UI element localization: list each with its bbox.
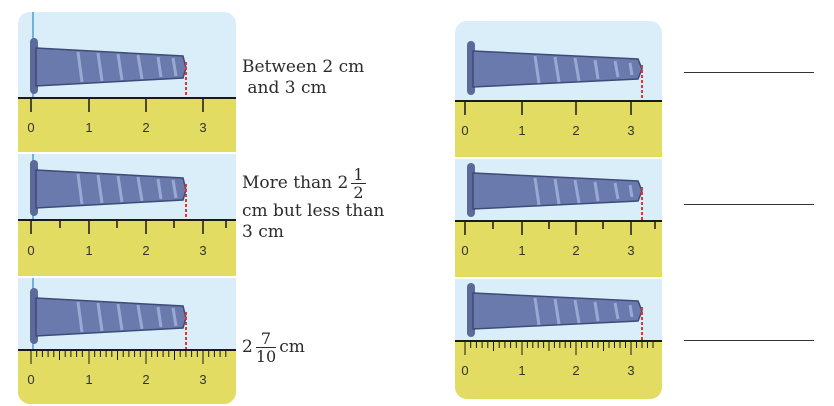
svg-text:2: 2: [572, 363, 579, 378]
svg-text:0: 0: [461, 363, 468, 378]
svg-text:2: 2: [142, 243, 149, 258]
svg-text:0: 0: [461, 243, 468, 258]
svg-text:3: 3: [627, 243, 634, 258]
svg-text:3: 3: [627, 363, 634, 378]
svg-text:2: 2: [572, 123, 579, 138]
fraction-one-half: 1 2: [351, 165, 366, 202]
left-panel: 0 1 2 3 0 1 2 3: [18, 12, 236, 404]
svg-text:1: 1: [85, 243, 92, 258]
nail-row-2: 0 1 2 3: [18, 152, 236, 276]
label-2-line-3: 3 cm: [242, 222, 284, 242]
svg-text:2: 2: [142, 372, 149, 387]
answer-blank-3[interactable]: [684, 340, 814, 341]
right-rulers-figure: 0 1 2 3 0 1 2 3: [455, 41, 662, 399]
svg-text:0: 0: [27, 243, 34, 258]
label-2-line-1: More than 2 1 2: [242, 165, 366, 202]
svg-text:0: 0: [461, 123, 468, 138]
svg-text:3: 3: [199, 372, 206, 387]
label-between-2-and-3: Between 2 cm and 3 cm: [242, 57, 364, 99]
nail-1: [30, 38, 187, 94]
svg-text:1: 1: [518, 123, 525, 138]
right-nail-row-2: 0 1 2 3: [455, 157, 662, 277]
svg-text:0: 0: [27, 372, 34, 387]
tick-label-0: 0: [27, 120, 34, 135]
svg-text:3: 3: [199, 243, 206, 258]
fraction-seven-tenths: 7 10: [255, 329, 277, 366]
left-rulers-figure: 0 1 2 3 0 1 2 3: [18, 12, 236, 404]
right-nail-row-1: 0 1 2 3: [455, 41, 662, 157]
ruler-1: [18, 98, 236, 152]
label-2-7-tenths: 2 7 10 cm: [242, 329, 305, 366]
ruler-2: [18, 220, 236, 276]
svg-text:1: 1: [518, 363, 525, 378]
answer-blank-1[interactable]: [684, 72, 814, 73]
nail-row-3: 0 1 2 3: [18, 276, 236, 404]
svg-text:3: 3: [627, 123, 634, 138]
tick-label-2: 2: [142, 120, 149, 135]
svg-text:1: 1: [518, 243, 525, 258]
label-1-line-1: Between 2 cm: [242, 57, 365, 77]
label-2-line-2: cm but less than: [242, 201, 385, 221]
answer-blank-2[interactable]: [684, 204, 814, 205]
tick-label-3: 3: [199, 120, 206, 135]
svg-text:2: 2: [572, 243, 579, 258]
ruler-3: [18, 350, 236, 404]
right-panel: 0 1 2 3 0 1 2 3: [455, 21, 662, 399]
label-1-line-2: and 3 cm: [242, 78, 327, 98]
right-nail-row-3: 0 1 2 3: [455, 277, 662, 399]
nail-row-1: 0 1 2 3: [18, 38, 236, 152]
label-more-than-2-half: More than 2 1 2 cm but less than 3 cm: [242, 166, 384, 243]
svg-text:1: 1: [85, 372, 92, 387]
tick-label-1: 1: [85, 120, 92, 135]
